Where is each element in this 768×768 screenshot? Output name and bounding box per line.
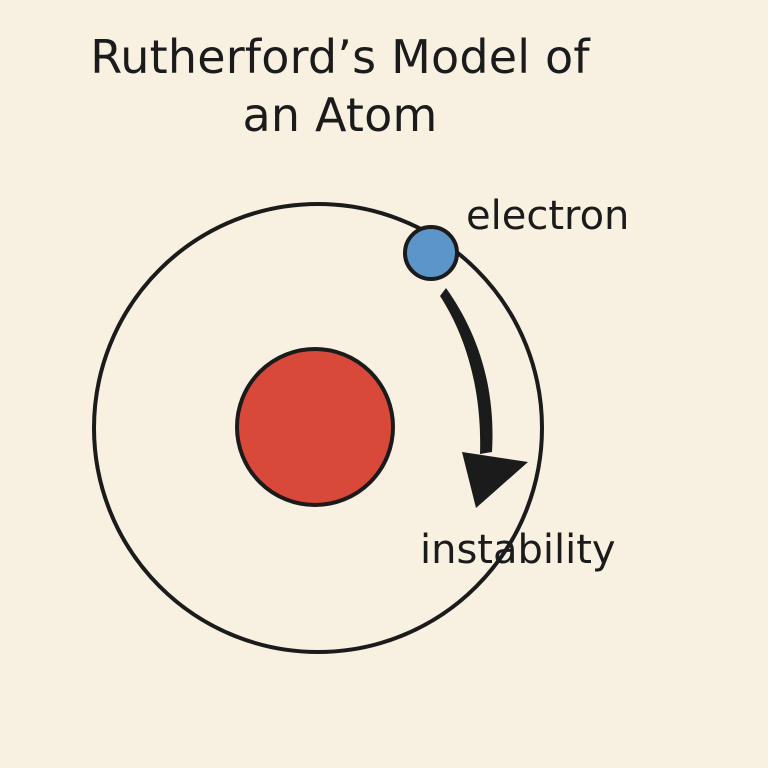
nucleus xyxy=(235,347,395,507)
title-line-1: Rutherford’s Model of xyxy=(90,30,590,84)
instability-arrow-head xyxy=(462,452,528,508)
instability-arrow-shaft xyxy=(440,288,493,454)
diagram-title: Rutherford’s Model of an Atom xyxy=(0,28,680,144)
electron-orbit xyxy=(92,202,544,654)
instability-label: instability xyxy=(420,527,616,573)
electron xyxy=(403,225,459,281)
title-line-2: an Atom xyxy=(242,88,438,142)
electron-label: electron xyxy=(466,193,630,239)
